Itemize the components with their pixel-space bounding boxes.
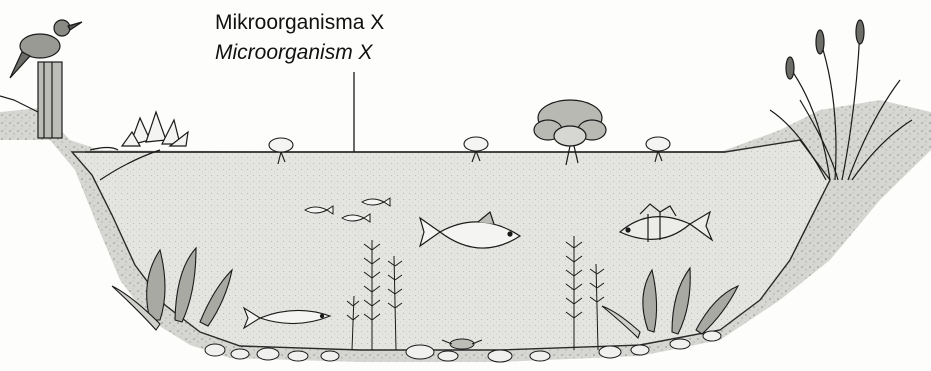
label-english: Microorganism X — [215, 42, 373, 63]
label-malay: Mikroorganisma X — [215, 12, 384, 33]
